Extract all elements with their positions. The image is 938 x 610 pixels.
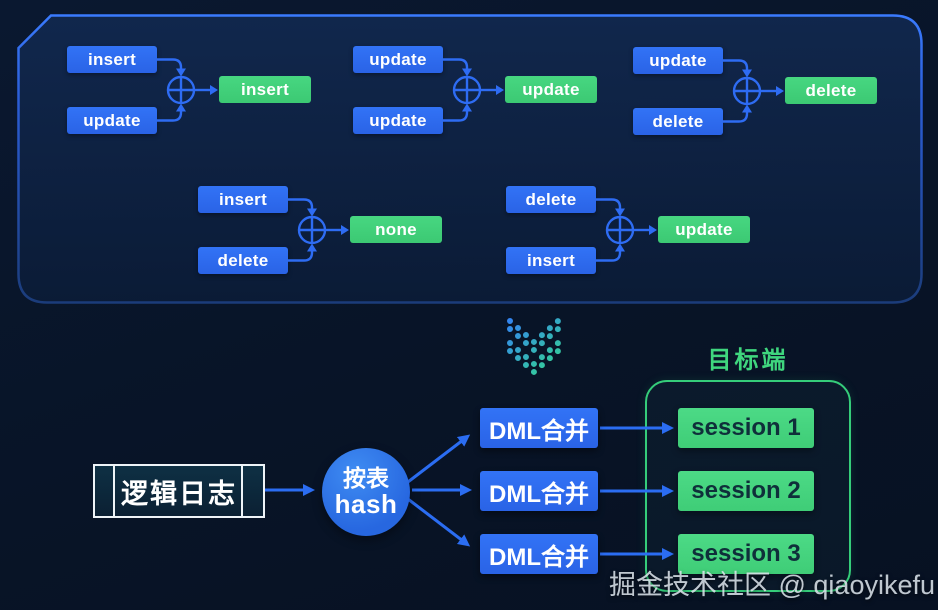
dml-merge-node-1: DML合并	[480, 408, 598, 448]
merge-rule-5: delete insert update	[506, 186, 750, 300]
logical-log-box: 逻辑日志	[93, 464, 265, 518]
input-op-box: update	[67, 107, 157, 134]
hash-by-table-node: 按表 hash	[322, 448, 410, 536]
input-op-box: delete	[506, 186, 596, 213]
session-box-1: session 1	[678, 408, 814, 448]
input-op-box: update	[353, 46, 443, 73]
session-box-3: session 3	[678, 534, 814, 574]
hash-node-line2: hash	[334, 489, 398, 520]
input-op-box: insert	[67, 46, 157, 73]
input-op-box: insert	[198, 186, 288, 213]
watermark: 掘金技术社区 @ qiaoyikefu	[609, 570, 935, 600]
merge-rule-1: insert update insert	[67, 46, 311, 160]
dml-merge-node-3: DML合并	[480, 534, 598, 574]
input-op-box: delete	[198, 247, 288, 274]
merge-result-box: insert	[219, 76, 311, 103]
log-segment-divider	[241, 466, 243, 516]
merge-rule-4: insert delete none	[198, 186, 442, 300]
hash-node-line1: 按表	[343, 464, 389, 491]
session-box-2: session 2	[678, 471, 814, 511]
input-op-box: update	[353, 107, 443, 134]
merge-connector	[288, 198, 349, 262]
input-op-box: insert	[506, 247, 596, 274]
merge-connector	[443, 58, 504, 122]
log-segment-divider	[113, 466, 115, 516]
merge-result-box: update	[505, 76, 597, 103]
merge-connector	[596, 198, 657, 262]
logical-log-label: 逻辑日志	[121, 478, 237, 509]
merge-connector	[723, 59, 784, 123]
merge-rule-3: update delete delete	[633, 47, 877, 161]
input-op-box: delete	[633, 108, 723, 135]
merge-rule-2: update update update	[353, 46, 597, 160]
down-chevron-dots-icon	[507, 318, 561, 376]
input-op-box: update	[633, 47, 723, 74]
merge-connector	[157, 58, 218, 122]
merge-result-box: none	[350, 216, 442, 243]
dml-merge-node-2: DML合并	[480, 471, 598, 511]
merge-result-box: update	[658, 216, 750, 243]
merge-result-box: delete	[785, 77, 877, 104]
target-side-title: 目标端	[707, 347, 789, 374]
